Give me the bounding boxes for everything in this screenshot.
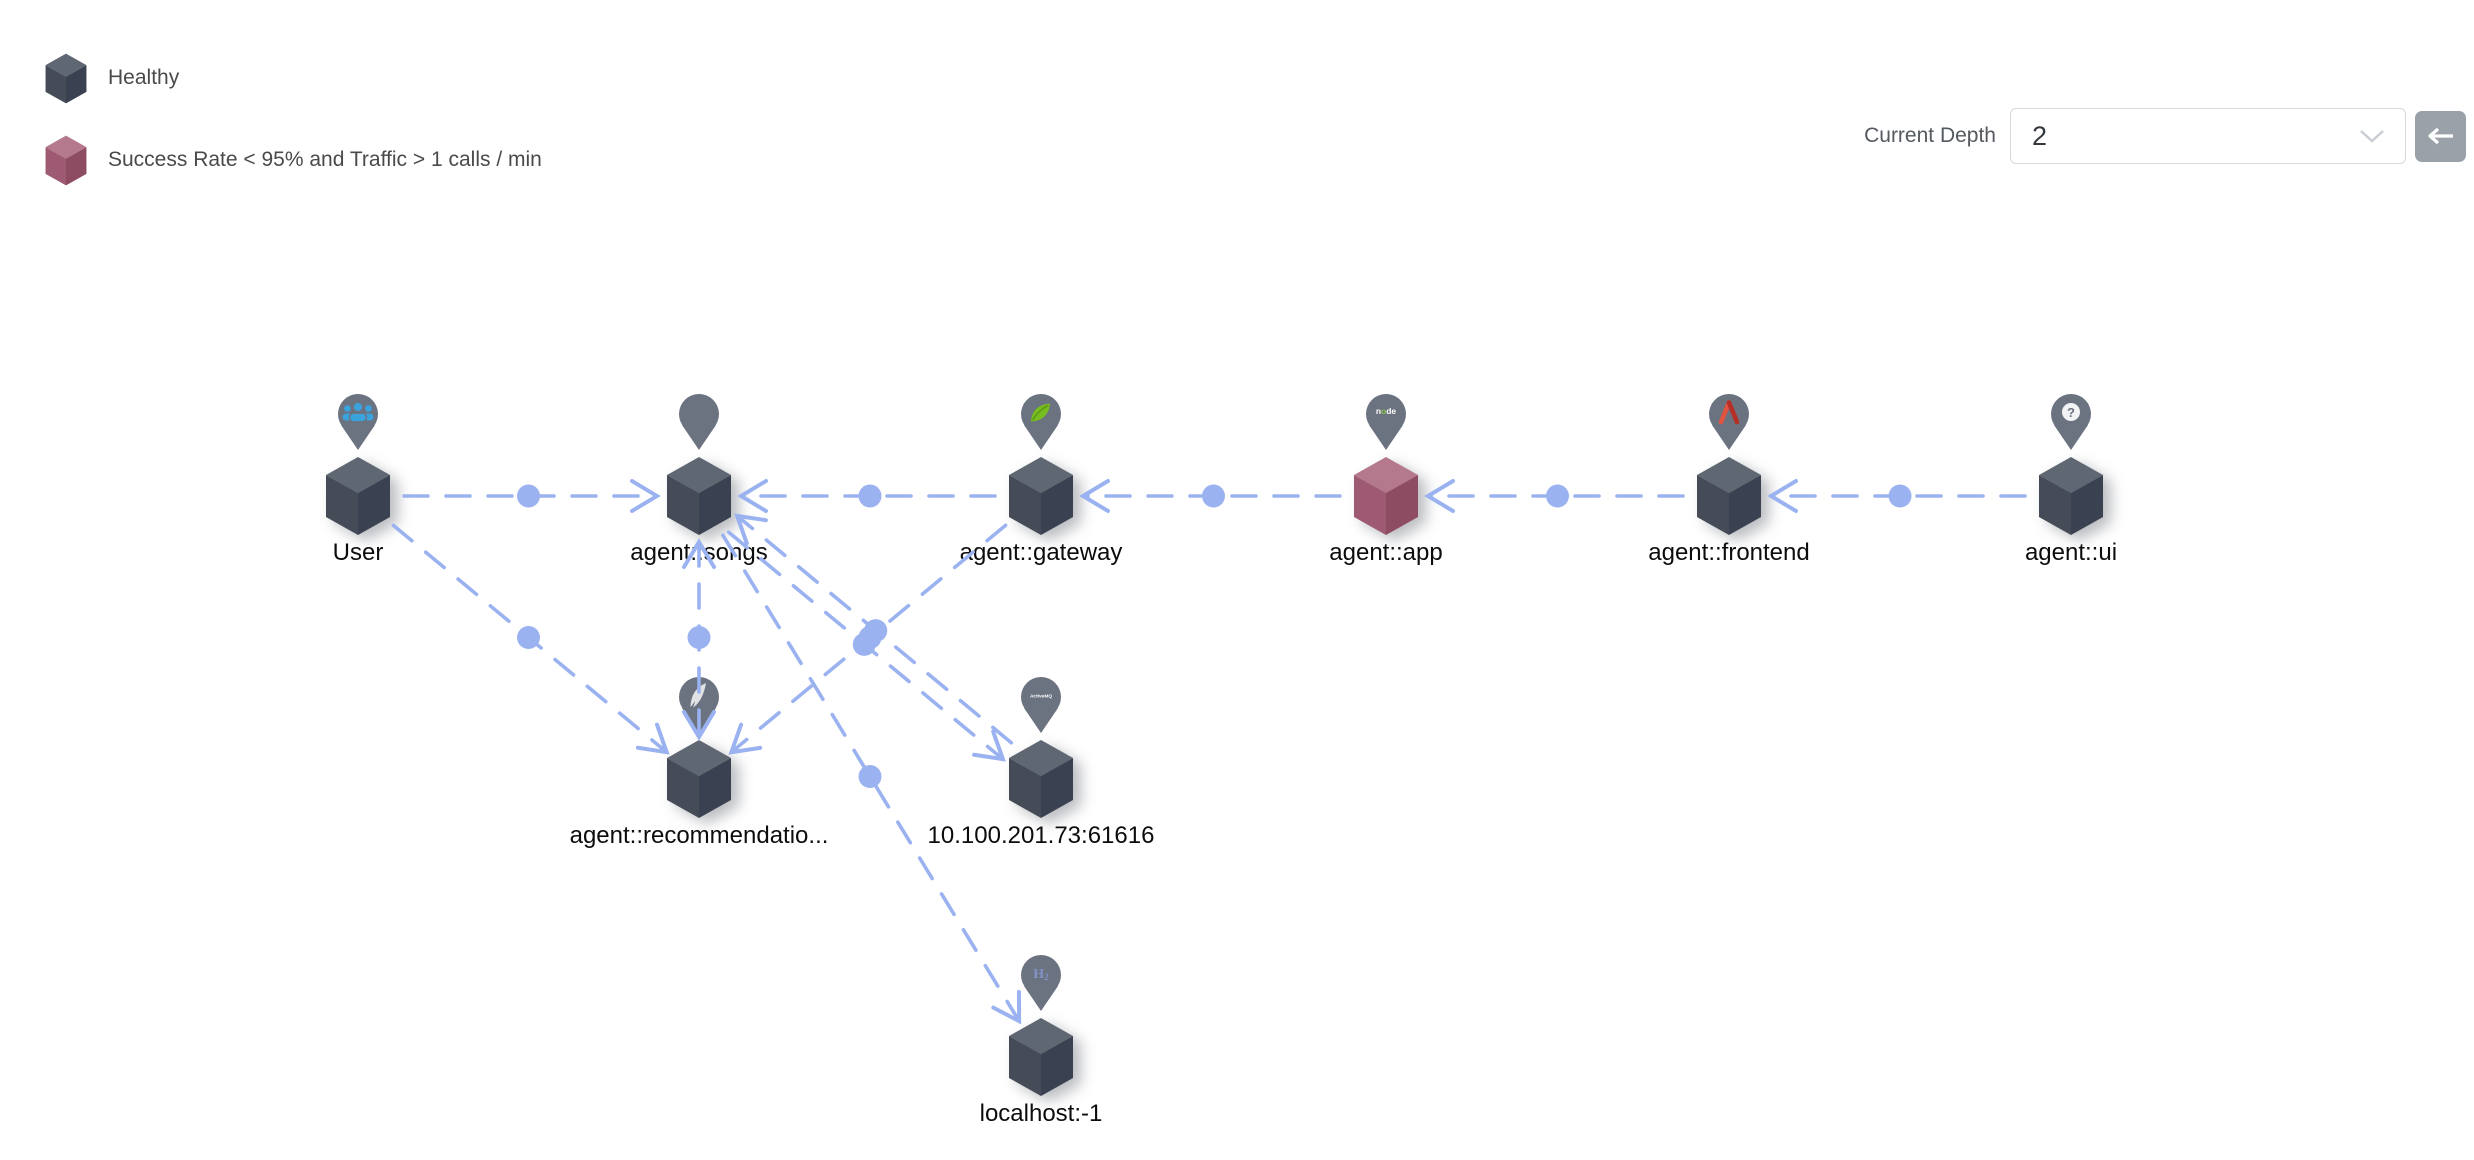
- service-node-frontend[interactable]: agent::frontend: [1559, 393, 1899, 567]
- node-label: agent::gateway: [959, 539, 1123, 566]
- cube-icon: [326, 457, 390, 535]
- cube-icon: [667, 740, 731, 818]
- users-icon: [342, 401, 374, 423]
- chevron-down-icon: [2360, 130, 2384, 143]
- legend-label: Success Rate < 95% and Traffic > 1 calls…: [108, 148, 542, 171]
- node-label: User: [332, 539, 384, 566]
- node-label: localhost:-1: [979, 1100, 1103, 1127]
- question-icon: ?: [2062, 403, 2080, 421]
- cube-icon: [1354, 457, 1418, 535]
- node-label: agent::songs: [630, 539, 768, 566]
- node-label: 10.100.201.73:61616: [927, 822, 1155, 849]
- apache-chevron-icon: [1718, 400, 1740, 425]
- cube-icon: [2039, 457, 2103, 535]
- location-pin-icon: [338, 394, 378, 450]
- service-node-h2db[interactable]: H2 localhost:-1: [871, 954, 1211, 1128]
- location-pin-icon: ActiveMQ: [1021, 677, 1061, 733]
- left-arrow-icon: [2427, 127, 2453, 145]
- cube-icon: [1009, 740, 1073, 818]
- node-label: agent::ui: [2024, 539, 2118, 566]
- svg-text:ActiveMQ: ActiveMQ: [1030, 694, 1052, 700]
- service-node-recommendation[interactable]: agent::recommendatio...: [529, 676, 869, 850]
- service-node-app[interactable]: node agent::app: [1216, 393, 1556, 567]
- location-pin-icon: H2: [1021, 955, 1061, 1011]
- back-button[interactable]: [2415, 110, 2466, 162]
- error-cube-icon: [45, 135, 87, 185]
- location-pin-icon: [679, 394, 719, 450]
- toolbar: Current Depth 2: [1864, 108, 2466, 164]
- depth-select[interactable]: 2: [2010, 108, 2406, 164]
- location-pin-icon: [1709, 394, 1749, 450]
- legend-label: Healthy: [108, 66, 180, 89]
- cube-icon: [667, 457, 731, 535]
- node-label: agent::recommendatio...: [569, 822, 829, 849]
- service-node-songs[interactable]: agent::songs: [529, 393, 869, 567]
- activemq-icon: ActiveMQ: [1030, 694, 1052, 700]
- location-pin-icon: [1021, 394, 1061, 450]
- legend-item-error: Success Rate < 95% and Traffic > 1 calls…: [43, 132, 542, 188]
- service-node-ui[interactable]: ? agent::ui: [1901, 393, 2241, 567]
- cube-icon: [1009, 1018, 1073, 1096]
- node-label: agent::app: [1329, 539, 1443, 566]
- nodejs-icon: node: [1376, 406, 1397, 416]
- service-node-gateway[interactable]: agent::gateway: [871, 393, 1211, 567]
- healthy-cube-icon: [45, 53, 87, 103]
- service-node-activemq[interactable]: ActiveMQ 10.100.201.73:61616: [871, 676, 1211, 850]
- cube-icon: [1009, 457, 1073, 535]
- cube-icon: [1697, 457, 1761, 535]
- node-label: agent::frontend: [1648, 539, 1810, 566]
- service-node-user[interactable]: User: [188, 393, 528, 567]
- svg-text:node: node: [1376, 406, 1397, 416]
- depth-value: 2: [2032, 120, 2048, 151]
- location-pin-icon: node: [1366, 394, 1406, 450]
- legend-item-healthy: Healthy: [43, 50, 542, 106]
- location-pin-icon: ?: [2051, 394, 2091, 450]
- legend: Healthy Success Rate < 95% and Traffic >…: [43, 50, 542, 214]
- location-pin-icon: [679, 677, 719, 733]
- current-depth-label: Current Depth: [1864, 124, 1996, 147]
- svg-text:?: ?: [2067, 405, 2075, 420]
- spring-leaf-icon: [1031, 403, 1050, 422]
